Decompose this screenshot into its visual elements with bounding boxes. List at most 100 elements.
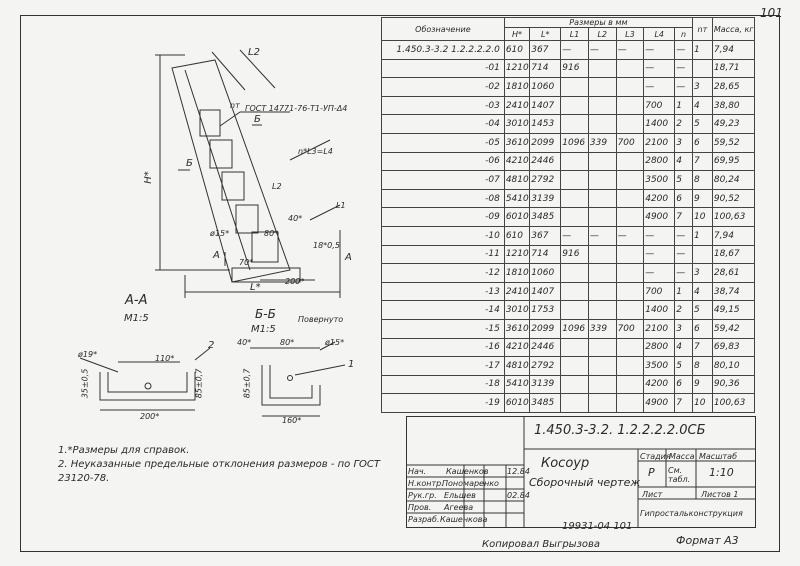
table-cell-l2	[587, 58, 617, 79]
scale-value: 1:10	[709, 466, 734, 479]
table-cell-nt: 10	[691, 393, 713, 413]
label-l2-small: L2	[272, 182, 282, 191]
table-cell-l1	[560, 207, 589, 227]
part-name: Косоур	[541, 456, 590, 471]
title-block-grid	[406, 416, 756, 528]
section-aa-dim-85: 85±0,7	[194, 368, 204, 399]
table-cell-h: 1810	[503, 263, 531, 283]
table-cell-l4: 2100	[643, 132, 676, 153]
section-aa-hole	[144, 382, 152, 390]
stage-value: Р	[648, 466, 655, 479]
table-cell-l4: 3500	[643, 356, 676, 376]
table-cell-d: -18	[381, 374, 505, 395]
label-cut-b-bottom: Б	[186, 158, 193, 169]
name-3: Ельшев	[444, 491, 476, 500]
table-cell-h: 5410	[503, 374, 531, 395]
table-cell-nt: 7	[691, 337, 713, 358]
table-cell-m: 100,63	[711, 207, 756, 227]
table-cell-nt: 4	[691, 95, 713, 116]
table-cell-l1	[560, 77, 589, 97]
table-cell-l4: 4200	[643, 374, 676, 395]
table-cell-d: -06	[381, 151, 505, 172]
table-cell-h: 2410	[503, 95, 531, 116]
table-cell-l3: —	[615, 225, 645, 246]
table-cell-l: 2099	[529, 318, 562, 339]
base-plate	[231, 267, 301, 283]
section-bb-note: Повернуто	[298, 315, 344, 324]
table-cell-l3	[615, 263, 645, 283]
section-bb-dim-40: 40*	[237, 338, 252, 347]
table-cell-l: 1060	[529, 263, 562, 283]
table-cell-l1: 916	[560, 58, 589, 79]
table-cell-l4: —	[643, 40, 676, 60]
table-cell-nt: 9	[691, 188, 713, 209]
section-bb-hole	[287, 375, 293, 381]
table-cell-m: 28,65	[711, 77, 756, 97]
table-cell-l4: 3500	[643, 170, 676, 190]
table-cell-l3	[615, 356, 645, 376]
table-cell-m: 69,95	[711, 151, 756, 172]
table-cell-l: 1753	[529, 300, 562, 320]
table-cell-h: 4210	[503, 151, 531, 172]
drawing-frame	[20, 15, 780, 552]
table-cell-l3	[615, 244, 645, 265]
table-cell-l3	[615, 58, 645, 79]
step-bracket	[221, 171, 245, 201]
label-n-l3: n*L3=L4	[298, 147, 333, 156]
table-cell-l2	[587, 95, 617, 116]
table-cell-d: -17	[381, 356, 505, 376]
table-cell-d: -01	[381, 58, 505, 79]
table-cell-h: 5410	[503, 188, 531, 209]
table-cell-l3	[615, 300, 645, 320]
table-cell-m: 49,15	[711, 300, 756, 320]
table-cell-d: -19	[381, 393, 505, 413]
header-sizes: Размеры в мм	[503, 17, 693, 28]
table-cell-l4: —	[643, 263, 676, 283]
table-cell-h: 4810	[503, 170, 531, 190]
label-phi15: ø15*	[210, 229, 230, 238]
label-l1: L1	[336, 201, 346, 210]
label-dim-70: 70*	[239, 258, 254, 267]
table-cell-l2	[587, 77, 617, 97]
col-header-mass: Масса, кг	[711, 17, 756, 41]
mass-label: Масса	[669, 452, 695, 461]
table-cell-d: -10	[381, 225, 505, 246]
table-cell-l2	[587, 281, 617, 302]
table-cell-l: 1453	[529, 114, 562, 134]
table-cell-l4: 2800	[643, 151, 676, 172]
section-aa-phi19: ø19*	[78, 350, 98, 359]
table-cell-h: 610	[503, 225, 531, 246]
table-cell-n: —	[674, 77, 693, 97]
section-aa-dim-35: 35±0,5	[80, 368, 90, 399]
table-cell-l2	[587, 244, 617, 265]
table-cell-l: 3139	[529, 374, 562, 395]
table-cell-l4: —	[643, 77, 676, 97]
table-cell-nt: 8	[691, 170, 713, 190]
specification-table: Обозначение Размеры в мм nт Масса, кг H*…	[381, 17, 756, 413]
section-bb-phi15: ø15*	[325, 338, 345, 347]
table-cell-m: 59,52	[711, 132, 756, 153]
table-cell-d: -13	[381, 281, 505, 302]
table-cell-d: -02	[381, 77, 505, 97]
table-cell-n: 1	[674, 95, 693, 116]
table-cell-m: 59,42	[711, 318, 756, 339]
date-3: 02.84	[507, 491, 530, 500]
table-cell-l: 2792	[529, 356, 562, 376]
table-cell-l2	[587, 393, 617, 413]
table-cell-nt: 4	[691, 281, 713, 302]
section-bb-dim-85: 85±0,7	[242, 368, 252, 399]
label-cut-b-top: Б	[254, 114, 261, 125]
table-cell-h: 3010	[503, 114, 531, 134]
table-cell-l3: 700	[615, 132, 645, 153]
drawing-code: 1.450.3-3.2. 1.2.2.2.2.0СБ	[534, 423, 706, 438]
table-cell-h: 3010	[503, 300, 531, 320]
table-cell-l4: 1400	[643, 114, 676, 134]
